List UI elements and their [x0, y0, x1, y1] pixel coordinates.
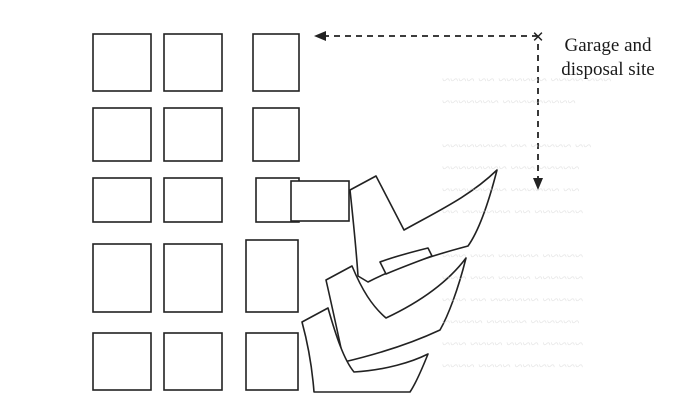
city-block: [92, 107, 152, 162]
city-block: [163, 332, 223, 391]
city-block: [92, 243, 152, 313]
city-block: [163, 243, 223, 313]
show-through-text: ~~~ ~~~~ ~~~~~~ ~~ ~~~~~~~~~~~~~ ~~~~~~~…: [442, 73, 612, 375]
city-block: [163, 107, 223, 162]
city-block: [163, 177, 223, 223]
arrowhead-left: [314, 31, 326, 41]
city-block: [290, 180, 350, 222]
city-block: [92, 33, 152, 92]
city-block: [92, 332, 152, 391]
city-block: [92, 177, 152, 223]
curved-road-divider: [379, 247, 433, 275]
curved-road-upper: [349, 169, 498, 283]
city-block: [245, 239, 299, 313]
city-block: [252, 107, 300, 162]
city-block: [163, 33, 223, 92]
arrowhead-down: [533, 178, 543, 190]
city-block: [252, 33, 300, 92]
site-label: Garage and disposal site: [561, 35, 655, 80]
city-block: [245, 332, 299, 391]
site-marker-icon: ✕: [532, 28, 545, 46]
curved-road-lower: [301, 307, 429, 393]
